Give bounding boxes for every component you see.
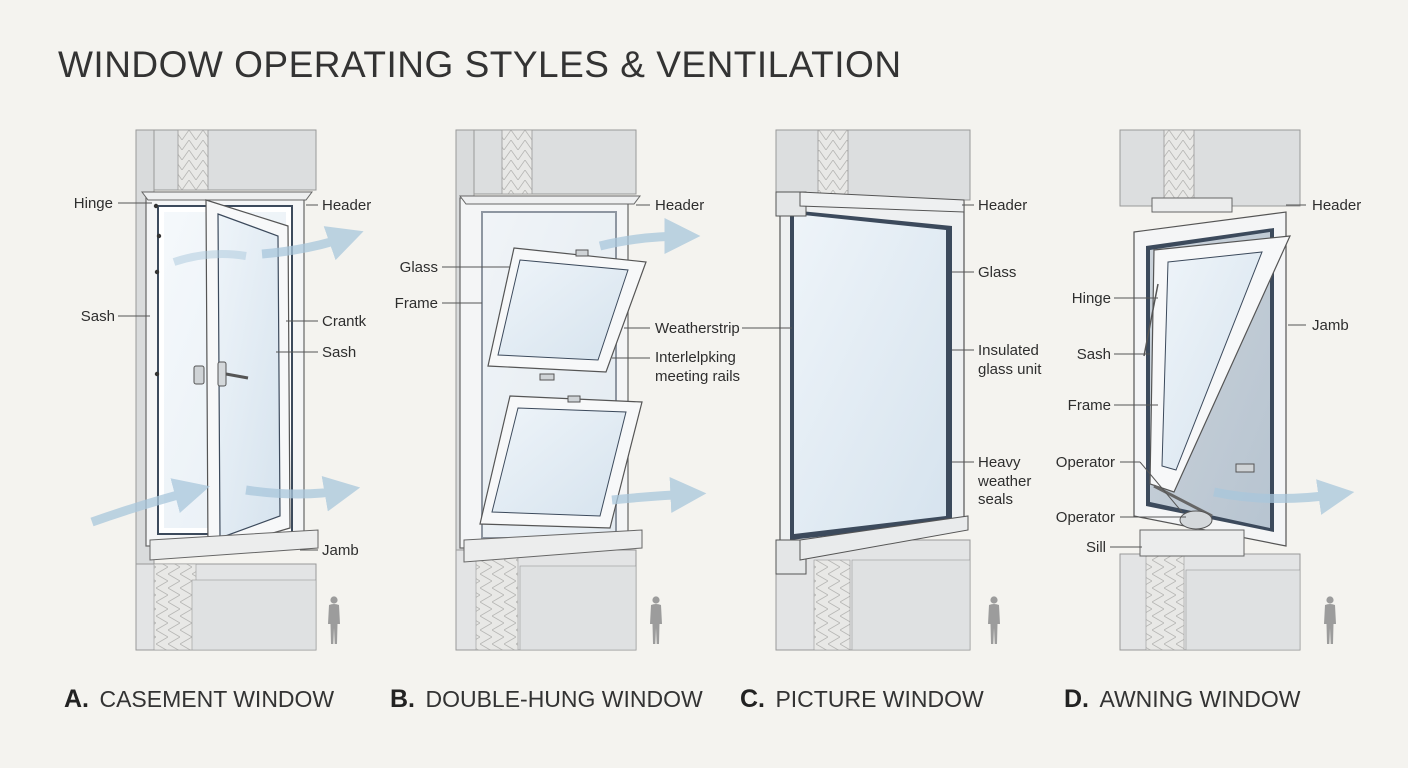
caption-d-text: AWNING WINDOW: [1099, 686, 1300, 712]
caption-d-letter: D.: [1064, 685, 1089, 713]
panel-b-double-hung: [455, 129, 707, 651]
label-d-hinge: Hinge: [1072, 290, 1111, 307]
label-c-seals-3: seals: [978, 491, 1013, 508]
label-d-jamb: Jamb: [1312, 317, 1349, 334]
label-a-sash-right: Sash: [322, 344, 356, 361]
label-d-frame: Frame: [1068, 397, 1111, 414]
label-a-jamb: Jamb: [322, 542, 359, 559]
label-c-header: Header: [978, 197, 1027, 214]
label-a-crank: Crantk: [322, 313, 367, 330]
label-c-glass: Glass: [978, 264, 1016, 281]
label-b-meeting-rails-2: meeting rails: [655, 368, 740, 385]
caption-b-letter: B.: [390, 685, 415, 713]
caption-c: C. PICTURE WINDOW: [740, 685, 984, 713]
label-b-glass: Glass: [400, 259, 438, 276]
label-c-igu-1: Insulated: [978, 342, 1039, 359]
page-title: WINDOW OPERATING STYLES & VENTILATION: [58, 44, 902, 85]
label-d-operator-1: Operator: [1056, 454, 1115, 471]
panel-d-awning: [1119, 129, 1355, 651]
label-d-sill: Sill: [1086, 539, 1106, 556]
label-b-header: Header: [655, 197, 704, 214]
label-b-frame: Frame: [395, 295, 438, 312]
label-d-header: Header: [1312, 197, 1361, 214]
label-d-sash: Sash: [1077, 346, 1111, 363]
caption-a-letter: A.: [64, 685, 89, 713]
label-c-igu-2: glass unit: [978, 361, 1042, 378]
caption-d: D. AWNING WINDOW: [1064, 685, 1301, 713]
caption-b-text: DOUBLE-HUNG WINDOW: [425, 686, 703, 712]
panel-c-picture: [775, 129, 1000, 651]
label-a-sash-left: Sash: [81, 308, 115, 325]
caption-c-letter: C.: [740, 685, 765, 713]
label-d-operator-2: Operator: [1056, 509, 1115, 526]
label-b-weatherstrip: Weatherstrip: [655, 320, 740, 337]
label-a-hinge: Hinge: [74, 195, 113, 212]
panel-a-casement: [90, 129, 364, 651]
label-b-meeting-rails-1: Interlelpking: [655, 349, 736, 366]
caption-b: B. DOUBLE-HUNG WINDOW: [390, 685, 703, 713]
label-c-seals-2: weather: [977, 473, 1031, 490]
caption-a-text: CASEMENT WINDOW: [99, 686, 334, 712]
caption-a: A. CASEMENT WINDOW: [64, 685, 334, 713]
label-a-header: Header: [322, 197, 371, 214]
label-c-seals-1: Heavy: [978, 454, 1021, 471]
caption-c-text: PICTURE WINDOW: [775, 686, 984, 712]
